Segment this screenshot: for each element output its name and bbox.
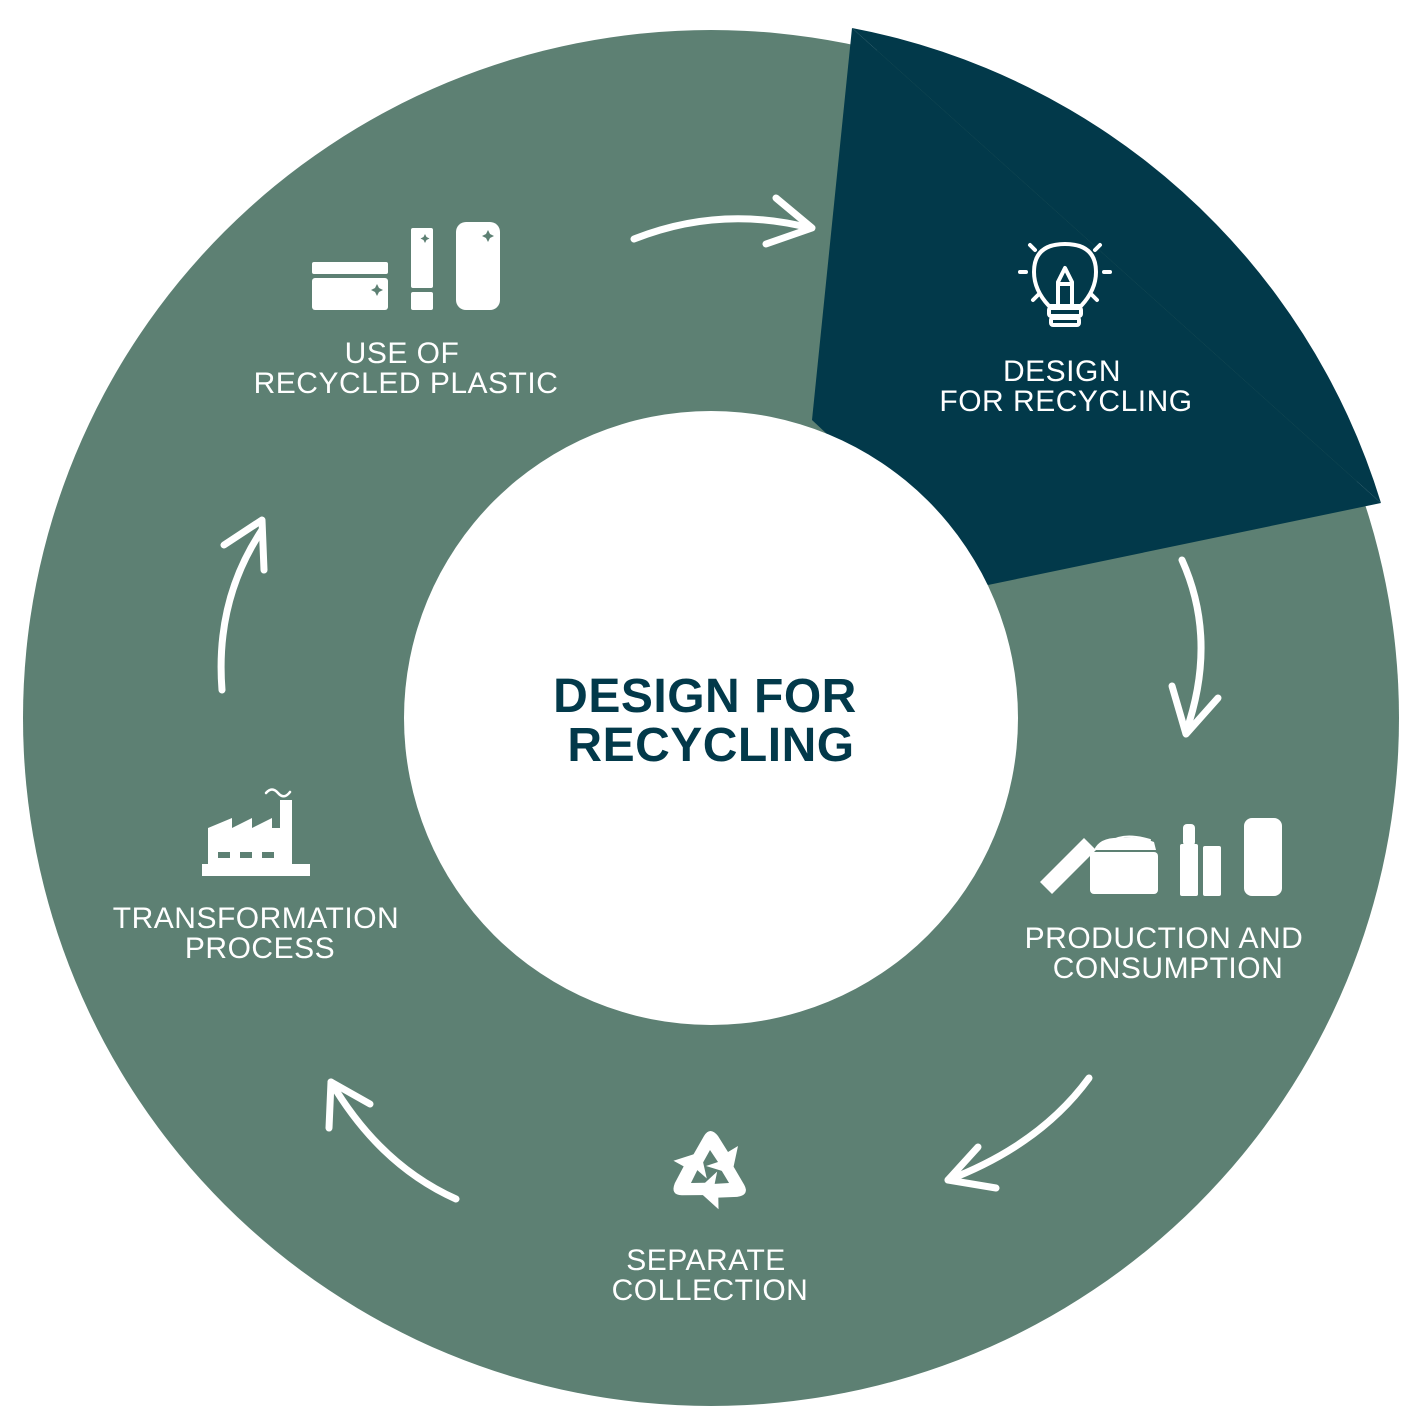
stage-label-transformation-line1: TRANSFORMATION (113, 902, 399, 935)
stage-label-design-line1: DESIGN (1003, 355, 1121, 388)
recycled-packaging-icon (312, 222, 500, 310)
stage-collection: SEPARATE COLLECTION (612, 1131, 809, 1307)
flow-arrow-collection-to-transformation (325, 1078, 460, 1203)
center-title-line2: RECYCLING (567, 719, 854, 772)
stage-label-design-line2: FOR RECYCLING (939, 385, 1192, 418)
stage-label-production-line2: CONSUMPTION (1053, 952, 1284, 985)
lightbulb-pencil-icon (1018, 242, 1112, 327)
stage-reuse: USE OF RECYCLED PLASTIC (254, 222, 559, 400)
flow-arrow-transformation-to-reuse (217, 516, 268, 694)
stage-label-reuse-line1: USE OF (345, 337, 460, 370)
flow-arrow-reuse-to-design (630, 194, 816, 248)
cosmetics-products-icon (1040, 818, 1282, 896)
center-circle (404, 411, 1018, 1025)
factory-icon (202, 788, 310, 876)
recycle-icon (673, 1131, 746, 1210)
center-title-line1: DESIGN FOR (553, 670, 857, 723)
stage-label-transformation-line2: PROCESS (185, 932, 335, 965)
stage-label-collection-line2: COLLECTION (612, 1274, 809, 1307)
highlighted-segment-design (812, 28, 1381, 585)
stage-transformation: TRANSFORMATION PROCESS (113, 788, 399, 965)
highlighted-segment-arc (852, 28, 1381, 503)
stage-design: DESIGN FOR RECYCLING (939, 242, 1192, 418)
stage-label-collection-line1: SEPARATE (626, 1244, 786, 1277)
flow-arrow-production-to-collection (944, 1074, 1093, 1192)
stage-label-reuse-line2: RECYCLED PLASTIC (254, 367, 559, 400)
stage-production: PRODUCTION AND CONSUMPTION (1025, 818, 1304, 985)
flow-arrow-design-to-production (1168, 556, 1222, 738)
stage-label-production-line1: PRODUCTION AND (1025, 922, 1304, 955)
